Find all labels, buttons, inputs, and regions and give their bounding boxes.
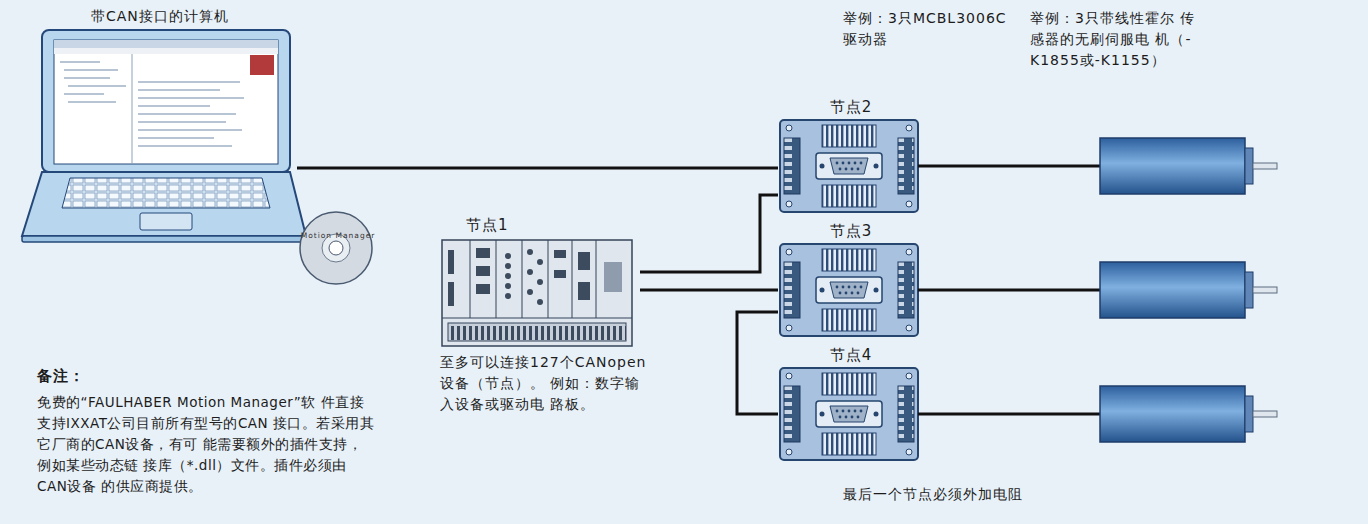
computer-node: 带CAN接口的计算机 [33,6,297,242]
controller-node: 节点1 [440,214,640,347]
can-bus-line [737,312,778,414]
node-label: 节点1 [466,216,640,235]
remark-text: 免费的“FAULHABER Motion Manager”软 件直接支持IXXA… [37,392,375,497]
node-label: 节点4 [778,346,924,365]
can-bus-line [640,289,778,292]
software-cd [300,212,372,284]
node-label: 节点2 [778,98,924,117]
drive-node: 节点3 [778,220,924,338]
node-label: 带CAN接口的计算机 [91,8,297,26]
drive-node: 节点2 [778,96,924,214]
rack-controller [442,240,632,346]
drive-example-note: 举例：3只MCBL3006C 驱动器 [843,8,1015,50]
node-caption: 至多可以连接127个CANopen 设备（节点）。 例如：数字输入设备或驱动电 … [440,352,648,415]
remark-heading: 备注： [37,366,157,387]
software-cd: Motion Manager [300,212,376,284]
terminator-note: 最后一个节点必须外加电阻 [843,484,1083,505]
motor-example-note: 举例：3只带线性霍尔 传感器的无刷伺服电 机（-K1855或-K1155） [1030,8,1210,71]
can-bus-line [297,167,778,170]
motor-cable [918,166,1100,414]
can-bus-line [640,195,778,272]
node-label: Motion Manager [300,231,376,240]
node-label: 节点3 [778,222,924,241]
laptop [22,30,306,242]
drive-node: 节点4 [778,344,924,462]
